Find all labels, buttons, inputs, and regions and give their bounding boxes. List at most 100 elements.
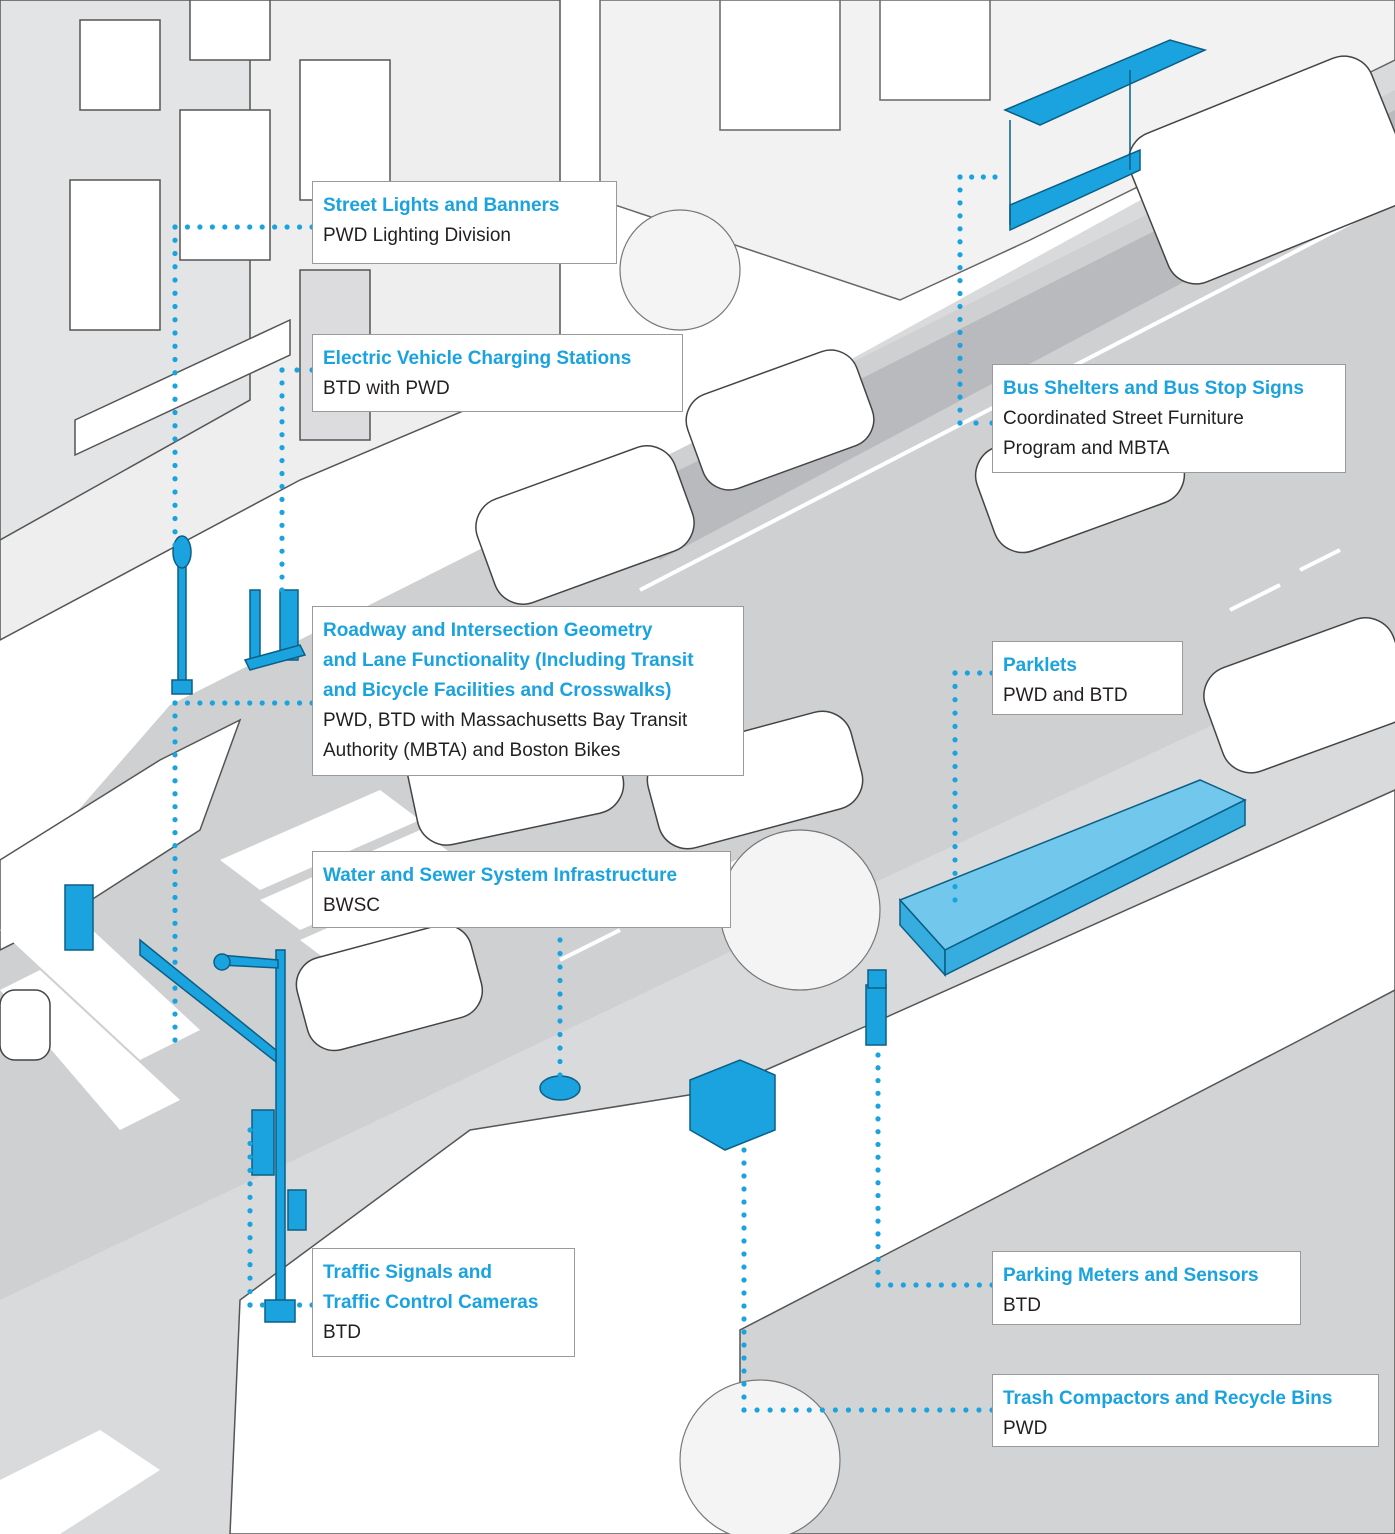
leader-dot [279,367,285,373]
callout-detail: BTD [323,1322,361,1343]
callout-parklets: Parklets PWD and BTD [992,641,1183,715]
leader-dot [957,381,963,387]
leader-dot [952,857,958,863]
leader-dot [172,791,178,797]
leader-lines [172,174,998,1413]
leader-dot [294,367,300,373]
callout-title: Roadway and Intersection Geometry [323,620,653,641]
leader-dot [957,355,963,361]
leader-dot [259,700,265,706]
leader-dot [557,1045,563,1051]
leader-dot [969,174,975,180]
parklet [898,779,1247,977]
callout-bus-shelters: Bus Shelters and Bus Stop Signs Coordina… [992,364,1346,473]
leader-dot [279,406,285,412]
leader-dot [875,1218,881,1224]
parking-meter [865,969,887,1046]
leader-dot [247,1302,253,1308]
leader-dot [172,946,178,952]
leader-dot [741,1238,747,1244]
leader-dot [952,723,958,730]
leader-dot [952,843,958,850]
callout-detail: BTD with PWD [323,378,450,399]
leader-dot [741,1394,747,1400]
trash-compactor [689,1059,776,1151]
leader-dot [172,817,178,823]
leader-dot [172,933,178,939]
leader-dot [272,224,278,230]
leader-dot [172,920,178,926]
leader-dot [172,972,178,978]
leader-dot [952,683,958,689]
leader-dot [980,174,986,180]
leader-dot [741,1290,747,1296]
leader-dot [172,330,178,336]
leader-dot [832,1407,838,1413]
callout-detail: Coordinated Street Furniture [1003,408,1244,429]
leader-dot [767,1407,773,1413]
leader-dot [952,803,958,810]
leader-dot [875,1090,881,1096]
leader-dot [957,265,963,271]
leader-dot [952,737,958,743]
leader-dot [279,561,285,567]
callout-detail: BWSC [323,895,380,916]
leader-dot [741,1199,747,1205]
leader-dot [172,959,178,965]
leader-dot [172,343,178,349]
leader-dot [172,502,178,508]
leader-dot [184,224,191,230]
trees [619,209,881,1534]
leader-dot [172,830,178,836]
leader-dot [952,710,958,716]
callout-detail: PWD and BTD [1003,685,1128,706]
leader-dot [957,303,963,310]
callout-ev-charging: Electric Vehicle Charging Stations BTD w… [312,334,683,412]
leader-dot [952,670,958,676]
leader-dot [172,726,178,732]
leader-dot [197,224,203,230]
leader-dot [741,1381,747,1387]
leader-dot [780,1407,786,1413]
leader-dot [172,317,178,323]
leader-dot [234,700,240,706]
leader-dot [875,1167,881,1173]
leader-dot [557,991,563,997]
leader-dot [845,1407,852,1413]
leader-dot [557,964,563,970]
leader-dot [957,174,963,180]
leader-dot [875,1154,881,1160]
leader-dot [172,894,178,901]
leader-dot [964,1282,970,1288]
callout-water-sewer: Water and Sewer System Infrastructure BW… [312,851,731,928]
leader-dot [952,790,958,796]
leader-dot [888,1282,894,1288]
leader-dot [957,277,963,284]
leader-dot [172,868,178,875]
street-light [171,535,193,695]
leader-dot [172,250,178,257]
leader-dot [247,1235,253,1241]
leader-dot [279,393,285,399]
leader-dot [937,1407,943,1413]
leader-dot [247,1167,253,1173]
callout-title: Traffic Control Cameras [323,1292,539,1313]
leader-dot [279,432,285,438]
leader-dot [741,1355,747,1361]
leader-dot [172,700,178,706]
leader-dot [234,224,240,230]
callout-trash: Trash Compactors and Recycle Bins PWD [992,1374,1379,1447]
leader-dot [819,1407,825,1413]
leader-dot [172,303,178,310]
leader-dot [557,1018,563,1024]
leader-dot [875,1192,881,1199]
leader-dot [172,752,178,758]
leader-dot [741,1329,747,1335]
leader-dot [963,1407,969,1413]
leader-dot [741,1212,747,1218]
callout-detail: PWD, BTD with Massachusetts Bay Transit [323,710,688,731]
leader-dot [741,1186,747,1192]
leader-dot [172,1011,178,1017]
callout-title: and Lane Functionality (Including Transi… [323,650,694,671]
leader-dot [754,1407,760,1413]
